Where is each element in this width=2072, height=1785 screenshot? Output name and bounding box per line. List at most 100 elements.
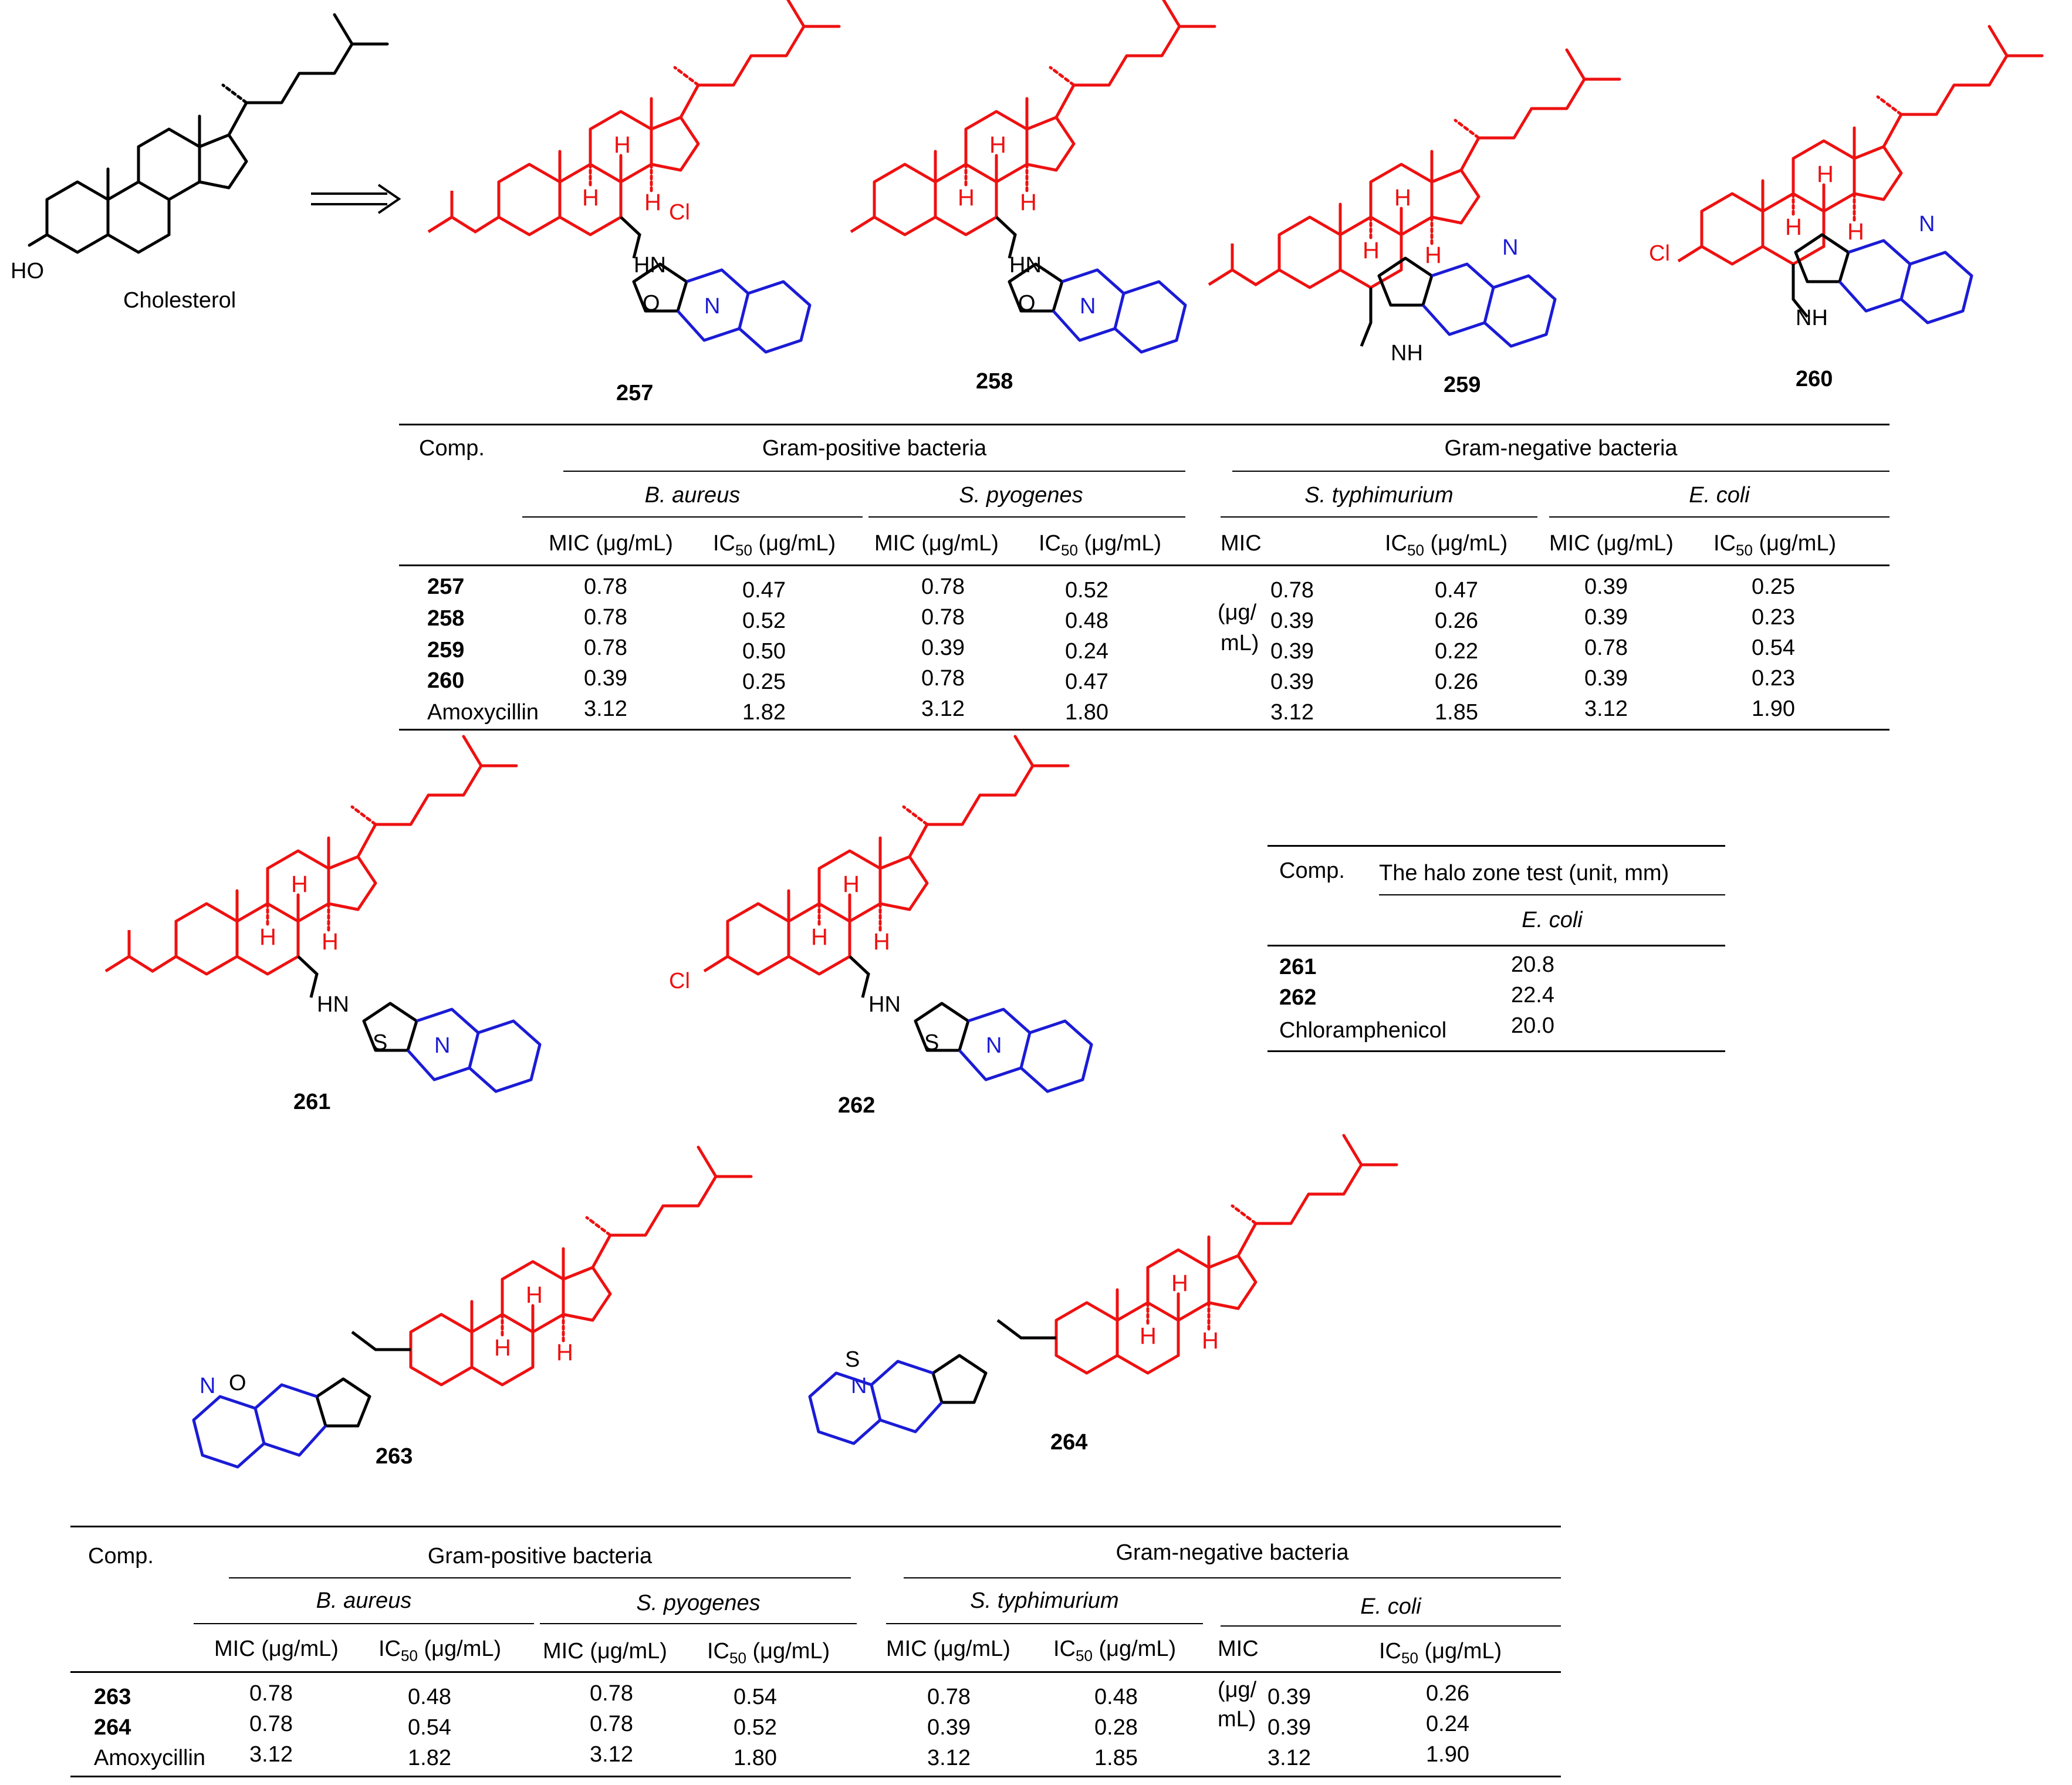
- compound-label-261: 261: [293, 1090, 331, 1114]
- t3-header-8: IC50 (μg/mL): [1379, 1639, 1502, 1667]
- reaction-arrow: [311, 184, 401, 214]
- t1-cell: 0.78: [921, 574, 965, 599]
- t1-mic-unit-b: mL): [1221, 631, 1259, 655]
- t1-cell: 0.78: [921, 605, 965, 630]
- compound-label-260: 260: [1796, 367, 1833, 391]
- atom-Cl: Cl: [669, 200, 690, 225]
- t3-gram-positive: Gram-positive bacteria: [427, 1544, 653, 1568]
- t2-cell: 20.8: [1511, 952, 1554, 977]
- t1-cell: 0.78: [1270, 578, 1314, 603]
- t3-cell: 0.39: [927, 1715, 971, 1740]
- t1-header-6: IC50 (μg/mL): [1385, 531, 1508, 559]
- t1-cell: 0.78: [921, 666, 965, 691]
- t3-cell: 0.39: [1267, 1715, 1311, 1740]
- t3-header-2: IC50 (μg/mL): [378, 1637, 502, 1665]
- t1-header-2: IC50 (μg/mL): [713, 531, 836, 559]
- t1-cell: 0.25: [1752, 574, 1795, 599]
- atom-N: N: [704, 294, 721, 319]
- t1-cell: 0.39: [584, 666, 627, 691]
- t3-species-b-aureus: B. aureus: [316, 1588, 412, 1613]
- t1-cell: 1.85: [1435, 700, 1478, 725]
- t3-cell: 1.90: [1426, 1742, 1469, 1767]
- atom-Cl: Cl: [1649, 241, 1670, 266]
- t1-cell: 0.22: [1435, 639, 1478, 664]
- t2-row-name: 262: [1279, 985, 1317, 1010]
- compound-label-262: 262: [838, 1093, 876, 1118]
- t3-mic-unit-b: mL): [1218, 1707, 1256, 1732]
- t3-species-s-pyogenes: S. pyogenes: [636, 1591, 760, 1615]
- t2-comp-header: Comp.: [1279, 858, 1345, 883]
- t3-cell: 0.78: [249, 1712, 293, 1736]
- atom-HN: HN: [634, 253, 666, 278]
- t1-cell: 0.78: [1584, 635, 1628, 660]
- t2-cell: 22.4: [1511, 983, 1554, 1008]
- compound-label-263: 263: [376, 1444, 413, 1469]
- t3-cell: 3.12: [249, 1742, 293, 1767]
- t1-species-b-aureus: B. aureus: [644, 483, 741, 508]
- t1-row-name: 260: [427, 668, 465, 693]
- t1-cell: 0.24: [1065, 639, 1108, 664]
- cholesterol-structure: [28, 13, 389, 254]
- t1-cell: 0.54: [1752, 635, 1795, 660]
- t1-header-7: MIC (μg/mL): [1549, 531, 1674, 556]
- atom-N: N: [434, 1033, 451, 1058]
- atom-N: N: [200, 1374, 216, 1398]
- atom-NH: NH: [1796, 306, 1828, 330]
- structure-260: [1677, 26, 2042, 318]
- t1-cell: 0.52: [742, 608, 786, 633]
- t1-species-s-pyogenes: S. pyogenes: [959, 483, 1083, 508]
- structure-258: [850, 0, 1215, 259]
- t1-row-name: 259: [427, 638, 465, 662]
- atom-S: S: [924, 1030, 939, 1055]
- t1-gram-positive: Gram-positive bacteria: [762, 436, 987, 461]
- t3-cell: 0.78: [590, 1681, 633, 1706]
- compound-label-257: 257: [616, 381, 654, 405]
- t1-cell: 0.39: [1584, 605, 1628, 630]
- t3-cell: 3.12: [927, 1746, 971, 1770]
- t1-header-5: MIC: [1221, 531, 1262, 556]
- t2-cell: 20.0: [1511, 1013, 1554, 1038]
- t1-gram-negative: Gram-negative bacteria: [1444, 436, 1678, 461]
- t1-header-8: IC50 (μg/mL): [1713, 531, 1837, 559]
- t3-cell: 0.39: [1267, 1685, 1311, 1709]
- t3-cell: 0.52: [734, 1715, 777, 1740]
- t1-cell: 0.48: [1065, 608, 1108, 633]
- structure-263: [351, 1147, 751, 1385]
- structure-259: [1208, 50, 1620, 347]
- t1-cell: 3.12: [584, 697, 627, 721]
- t1-row-name: 258: [427, 606, 465, 631]
- t1-row-name: 257: [427, 574, 465, 599]
- t1-header-1: MIC (μg/mL): [549, 531, 673, 556]
- t1-mic-unit-a: (μg/: [1218, 600, 1257, 625]
- atom-NH: NH: [1391, 341, 1423, 366]
- t2-row-name: 261: [1279, 955, 1317, 979]
- structure-262: [703, 736, 1068, 998]
- t3-row-name: Amoxycillin: [94, 1746, 206, 1770]
- atom-N: N: [1502, 235, 1519, 260]
- atom-S: S: [373, 1030, 388, 1055]
- t2-species: E. coli: [1522, 908, 1583, 932]
- atom-Cl: Cl: [669, 969, 690, 993]
- t3-cell: 0.78: [590, 1712, 633, 1736]
- t1-comp-header: Comp.: [419, 436, 485, 461]
- structure-257: [427, 0, 839, 259]
- t1-cell: 0.39: [1270, 639, 1314, 664]
- t1-cell: 0.39: [1584, 666, 1628, 691]
- t1-cell: 0.78: [584, 635, 627, 660]
- t1-cell: 0.50: [742, 639, 786, 664]
- t1-cell: 3.12: [1270, 700, 1314, 725]
- t1-cell: 0.23: [1752, 666, 1795, 691]
- t3-row-name: 264: [94, 1715, 131, 1740]
- atom-HN: HN: [317, 992, 349, 1017]
- t3-header-3: MIC (μg/mL): [543, 1639, 667, 1664]
- t1-cell: 3.12: [921, 697, 965, 721]
- t3-comp-header: Comp.: [88, 1544, 154, 1568]
- atom-N: N: [986, 1033, 1002, 1058]
- t1-species-e-coli: E. coli: [1689, 483, 1750, 508]
- t3-gram-negative: Gram-negative bacteria: [1116, 1540, 1349, 1565]
- atom-O: O: [229, 1371, 246, 1395]
- t1-cell: 0.78: [584, 574, 627, 599]
- atom-HN: HN: [1009, 253, 1042, 278]
- t1-cell: 0.39: [921, 635, 965, 660]
